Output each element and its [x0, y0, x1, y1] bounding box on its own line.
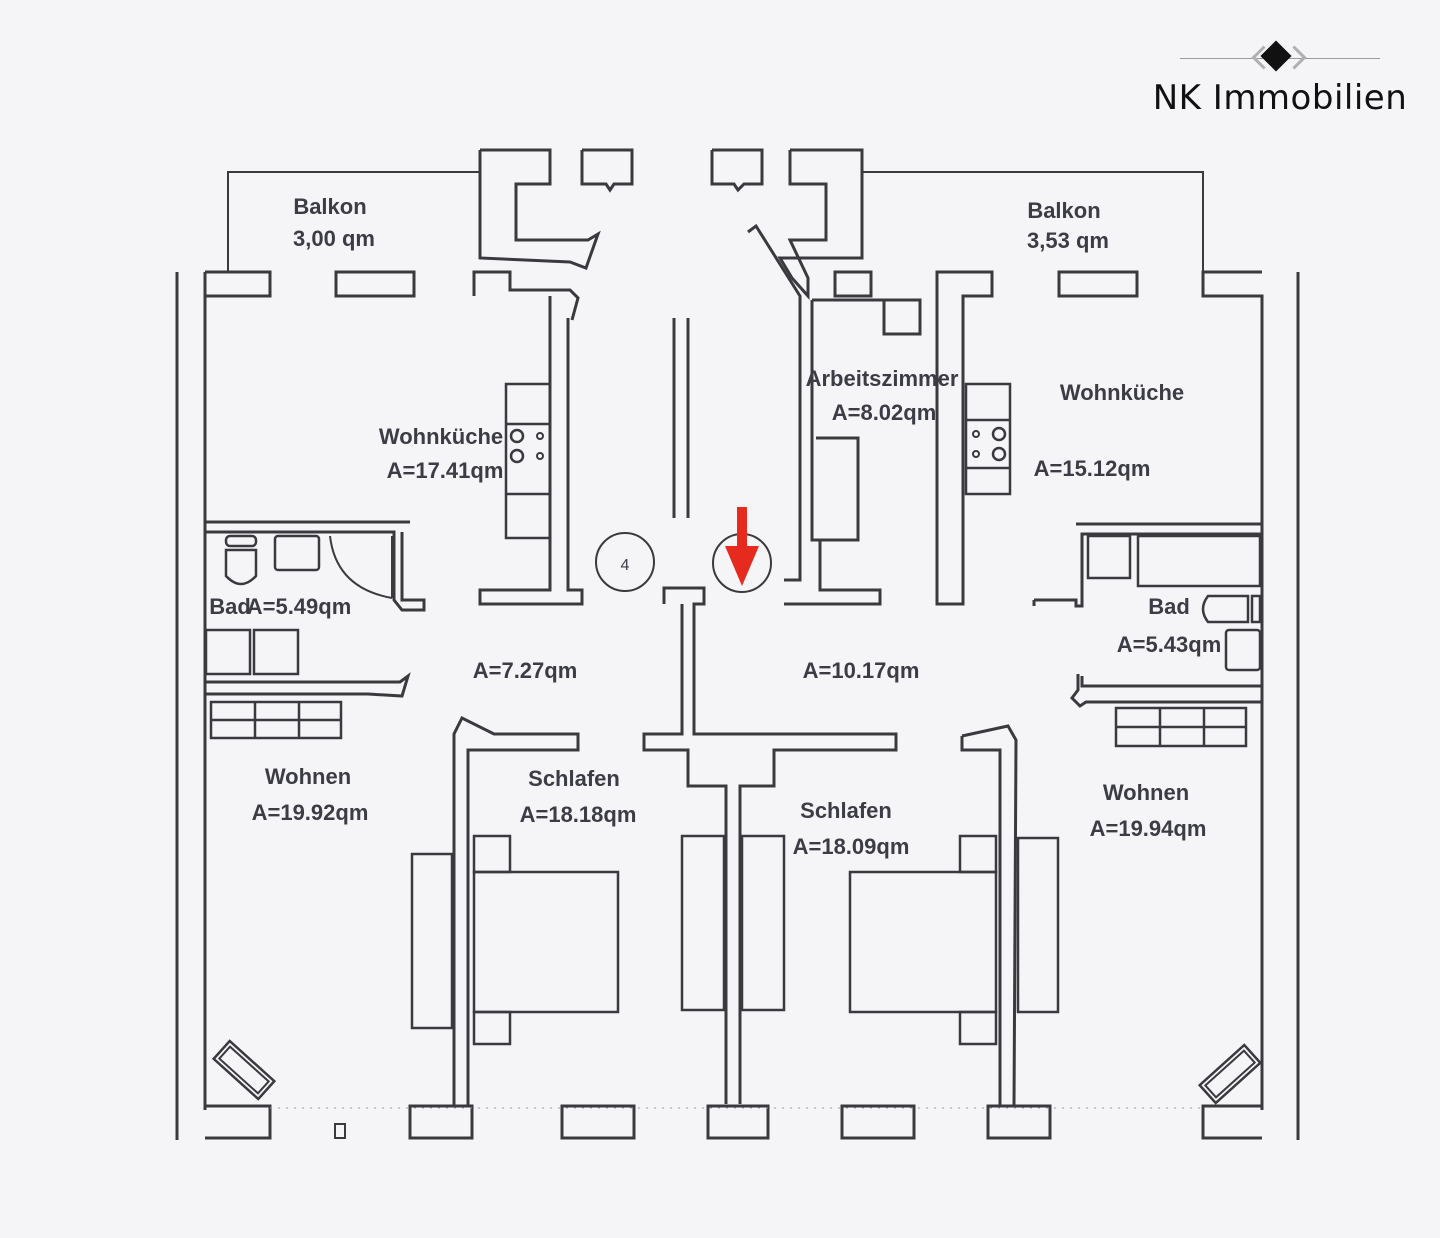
- room-label-wohnkueche-right: Wohnküche A=15.12qm: [1034, 380, 1185, 481]
- svg-text:3,00 qm: 3,00 qm: [293, 226, 375, 251]
- wall-kitchen-right: [935, 270, 994, 606]
- arrow-down-icon: [725, 507, 759, 586]
- window-arbeitszimmer: [833, 270, 873, 298]
- shelf-right: [1114, 706, 1248, 748]
- bath-right: [1032, 532, 1262, 708]
- shelf-left: [209, 700, 343, 740]
- svg-text:Balkon: Balkon: [1027, 198, 1100, 223]
- schlafen-right-walls: [960, 724, 1052, 1140]
- wardrobe: [740, 834, 786, 1012]
- diamond-icon: [1150, 40, 1410, 76]
- stair-shaft-left: [478, 148, 634, 270]
- room-label-bad-left: Bad A=5.49qm: [209, 594, 351, 619]
- room-label-wohnen-right: Wohnen A=19.94qm: [1090, 780, 1207, 841]
- balcony-right-outline: [862, 171, 1204, 272]
- wardrobe: [410, 852, 454, 1030]
- svg-text:A=15.12qm: A=15.12qm: [1034, 456, 1151, 481]
- armchair-left: [211, 1039, 277, 1101]
- room-label-schlafen-right: Schlafen A=18.09qm: [793, 798, 910, 859]
- svg-text:Wohnküche: Wohnküche: [379, 424, 503, 449]
- arbeitszimmer-walls: [784, 298, 922, 606]
- svg-text:A=17.41qm: A=17.41qm: [387, 458, 504, 483]
- stair-shaft-right: [710, 148, 864, 582]
- stair-marker: 4: [595, 532, 655, 592]
- room-label-schlafen-left: Schlafen A=18.18qm: [520, 766, 637, 827]
- bottom-walls: [205, 1104, 1262, 1140]
- window-left-top: [334, 270, 416, 298]
- brand-logo: NK Immobilien: [1150, 40, 1410, 118]
- wall-segment: [472, 270, 580, 321]
- bed-left: [472, 834, 620, 1046]
- svg-text:Wohnen: Wohnen: [1103, 780, 1189, 805]
- kitchen-left: [478, 296, 584, 606]
- window-right-top: [1057, 270, 1139, 298]
- svg-text:Schlafen: Schlafen: [528, 766, 620, 791]
- wardrobe: [1016, 836, 1060, 1014]
- bed-right: [848, 834, 998, 1046]
- stair-number: 4: [621, 557, 630, 574]
- svg-text:Wohnküche: Wohnküche: [1060, 380, 1184, 405]
- svg-text:A=18.09qm: A=18.09qm: [793, 834, 910, 859]
- svg-text:Balkon: Balkon: [293, 194, 366, 219]
- svg-text:A=5.49qm: A=5.49qm: [247, 594, 352, 619]
- entrance-marker: [712, 507, 772, 593]
- room-label-balkon-right: Balkon 3,53 qm: [1027, 198, 1109, 253]
- room-label-flur-left: A=7.27qm: [473, 658, 578, 683]
- room-label-flur-right: A=10.17qm: [803, 658, 920, 683]
- svg-text:A=10.17qm: A=10.17qm: [803, 658, 920, 683]
- svg-text:A=19.94qm: A=19.94qm: [1090, 816, 1207, 841]
- room-label-bad-right: Bad A=5.43qm: [1117, 594, 1222, 657]
- room-label-arbeitszimmer: Arbeitszimmer A=8.02qm: [806, 366, 959, 425]
- svg-text:Bad: Bad: [1148, 594, 1190, 619]
- central-divider: [642, 586, 898, 1140]
- svg-text:Arbeitszimmer: Arbeitszimmer: [806, 366, 959, 391]
- room-label-wohnkueche-left: Wohnküche A=17.41qm: [379, 424, 504, 483]
- svg-text:A=18.18qm: A=18.18qm: [520, 802, 637, 827]
- svg-text:A=8.02qm: A=8.02qm: [832, 400, 937, 425]
- brand-name: NK Immobilien: [1152, 78, 1408, 118]
- kitchen-right: [964, 382, 1012, 496]
- balcony-left-outline: [227, 171, 480, 272]
- svg-text:Schlafen: Schlafen: [800, 798, 892, 823]
- schlafen-left-walls: [408, 715, 580, 1140]
- room-label-balkon-left: Balkon 3,00 qm: [293, 194, 375, 251]
- outer-walls: [175, 270, 1300, 1140]
- room-label-wohnen-left: Wohnen A=19.92qm: [252, 764, 369, 825]
- svg-text:Wohnen: Wohnen: [265, 764, 351, 789]
- wardrobe: [680, 834, 726, 1012]
- svg-text:A=5.43qm: A=5.43qm: [1117, 632, 1222, 657]
- svg-text:Bad: Bad: [209, 594, 251, 619]
- bath-left: [204, 530, 426, 698]
- svg-text:A=19.92qm: A=19.92qm: [252, 800, 369, 825]
- armchair-right: [1197, 1043, 1263, 1105]
- svg-text:A=7.27qm: A=7.27qm: [473, 658, 578, 683]
- svg-text:3,53 qm: 3,53 qm: [1027, 228, 1109, 253]
